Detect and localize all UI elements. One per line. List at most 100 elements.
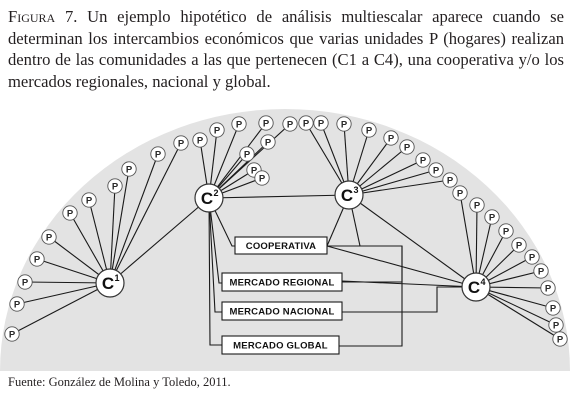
nacional-box: MERCADO NACIONAL: [221, 301, 343, 321]
household-node-label: P: [14, 299, 21, 310]
household-node: P: [298, 115, 314, 131]
household-node-label: P: [46, 232, 53, 243]
household-node: P: [107, 178, 123, 194]
household-node: P: [442, 172, 458, 188]
household-node: P: [81, 192, 97, 208]
household-node-circle: [121, 161, 137, 177]
household-node-label: P: [457, 188, 464, 199]
source-note: Fuente: González de Molina y Toledo, 201…: [8, 375, 231, 389]
household-node: P: [150, 146, 166, 162]
household-node: P: [192, 132, 208, 148]
household-node-circle: [258, 115, 274, 131]
household-node: P: [17, 274, 33, 290]
household-node-circle: [298, 115, 314, 131]
household-node: P: [399, 139, 415, 155]
household-node-label: P: [433, 165, 440, 176]
household-node-label: P: [126, 164, 133, 175]
community-node-letter: C: [468, 278, 480, 297]
household-node-circle: [336, 116, 352, 132]
household-node-label: P: [366, 125, 373, 136]
household-link: [109, 142, 182, 284]
household-node-circle: [209, 122, 225, 138]
community-node-circle: [334, 180, 364, 210]
household-node-label: P: [112, 181, 119, 192]
household-node-circle: [545, 300, 561, 316]
household-node-circle: [511, 237, 527, 253]
community-node-letter: C: [341, 186, 353, 205]
household-node: P: [258, 115, 274, 131]
household-node-label: P: [86, 195, 93, 206]
household-node-label: P: [34, 254, 41, 265]
household-link: [475, 286, 557, 326]
household-node-label: P: [538, 266, 545, 277]
figure-label: Figura 7.: [8, 7, 78, 26]
community-node-circle: [95, 268, 125, 298]
household-node: P: [498, 223, 514, 239]
household-node-circle: [552, 331, 568, 347]
household-link: [348, 179, 451, 196]
household-node-circle: [548, 317, 564, 333]
household-node: P: [41, 229, 57, 245]
household-node-circle: [452, 185, 468, 201]
household-node: P: [484, 209, 500, 225]
household-link: [11, 282, 111, 335]
cooperativa-box-label: COOPERATIVA: [246, 241, 316, 252]
household-node-label: P: [197, 135, 204, 146]
household-node-circle: [282, 116, 298, 132]
household-node: P: [9, 296, 25, 312]
global-box: MERCADO GLOBAL: [221, 335, 340, 355]
household-node-circle: [9, 296, 25, 312]
household-node-label: P: [259, 173, 266, 184]
household-node-circle: [524, 249, 540, 265]
nacional-box-frame: [221, 301, 343, 321]
household-node-circle: [192, 132, 208, 148]
household-node: P: [469, 197, 485, 213]
household-node-label: P: [67, 208, 74, 219]
household-node-circle: [81, 192, 97, 208]
household-node-label: P: [420, 155, 427, 166]
community-node-number: 1: [114, 273, 119, 283]
household-link: [109, 185, 116, 284]
community-link: [348, 194, 477, 288]
global-box-label: MERCADO GLOBAL: [233, 340, 328, 351]
household-node-label: P: [553, 320, 560, 331]
household-link: [459, 192, 477, 288]
nacional-link: [342, 286, 476, 313]
household-link: [475, 286, 561, 340]
household-node-circle: [4, 326, 20, 342]
community-node-letter: C: [201, 189, 213, 208]
household-node-label: P: [557, 334, 564, 345]
household-node: P: [428, 162, 444, 178]
household-node-circle: [254, 170, 270, 186]
household-node-label: P: [318, 118, 325, 129]
household-node-label: P: [265, 137, 272, 148]
household-node-label: P: [287, 119, 294, 130]
household-node-circle: [442, 172, 458, 188]
household-node-circle: [540, 280, 556, 296]
household-node-label: P: [236, 119, 243, 130]
household-node-circle: [399, 139, 415, 155]
household-node-circle: [361, 122, 377, 138]
connection-lines: [11, 122, 561, 347]
cooperativa-global-link: [339, 246, 403, 347]
household-node-circle: [239, 146, 255, 162]
nacional-link: [208, 197, 222, 313]
household-node: P: [336, 116, 352, 132]
household-node-label: P: [516, 240, 523, 251]
household-node: P: [415, 152, 431, 168]
household-node: P: [62, 205, 78, 221]
household-node: P: [511, 237, 527, 253]
community-link: [109, 197, 210, 284]
household-node-label: P: [155, 149, 162, 160]
household-node: P: [548, 317, 564, 333]
household-node: P: [282, 116, 298, 132]
household-node: P: [524, 249, 540, 265]
cooperativa-box: COOPERATIVA: [234, 236, 328, 255]
